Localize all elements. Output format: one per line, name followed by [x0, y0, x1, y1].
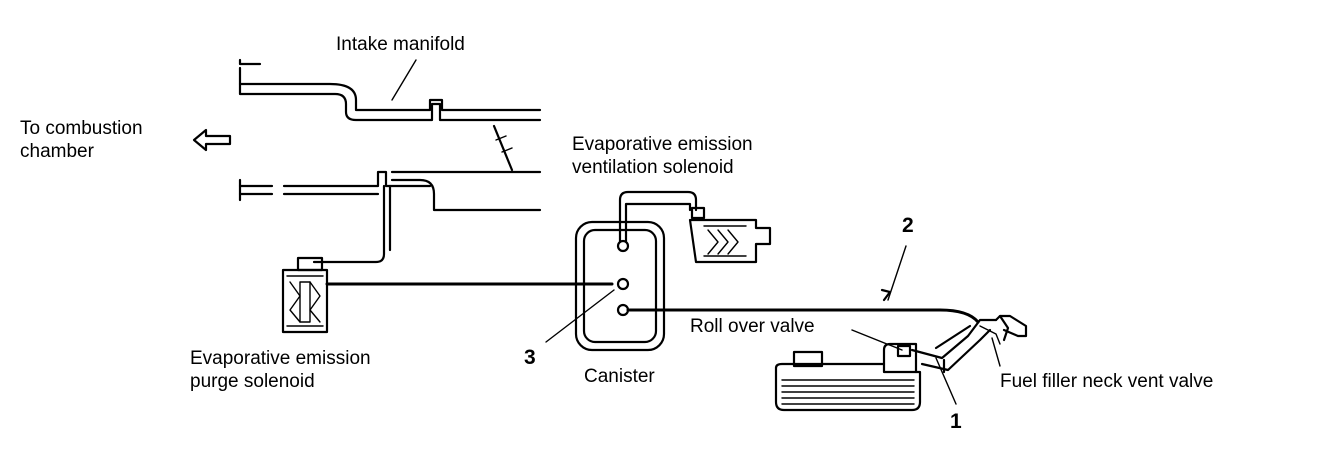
leader-lines — [391, 59, 1001, 405]
label-roll-over-valve: Roll over valve — [690, 316, 815, 337]
leader-1 — [935, 357, 957, 405]
label-purge-solenoid-line1: Evaporative emission — [190, 348, 371, 369]
purge-solenoid-drawing — [281, 184, 614, 334]
fuel-tank-drawing — [626, 308, 1028, 412]
leader-2-arrowhead — [880, 288, 892, 302]
label-ventilation-solenoid-line1: Evaporative emission — [572, 134, 753, 155]
label-intake-manifold: Intake manifold — [336, 34, 465, 55]
callout-3: 3 — [524, 346, 536, 369]
label-to-combustion-line2: chamber — [20, 141, 94, 162]
leader-3 — [545, 289, 615, 343]
label-ventilation-solenoid-line2: ventilation solenoid — [572, 157, 734, 178]
leader-fuel-filler-neck — [991, 337, 1001, 367]
leader-roll-over-valve — [851, 329, 903, 351]
callout-1: 1 — [950, 410, 962, 433]
ventilation-solenoid-drawing — [618, 190, 772, 264]
intake-manifold — [238, 58, 542, 212]
leader-2 — [887, 245, 907, 301]
callout-2: 2 — [902, 214, 914, 237]
label-purge-solenoid-line2: purge solenoid — [190, 371, 315, 392]
leader-intake-manifold — [391, 59, 417, 101]
label-fuel-filler-neck-vent-valve: Fuel filler neck vent valve — [1000, 371, 1214, 392]
arrow-to-combustion-icon — [192, 128, 232, 152]
label-to-combustion-line1: To combustion — [20, 118, 143, 139]
label-canister: Canister — [584, 366, 655, 387]
